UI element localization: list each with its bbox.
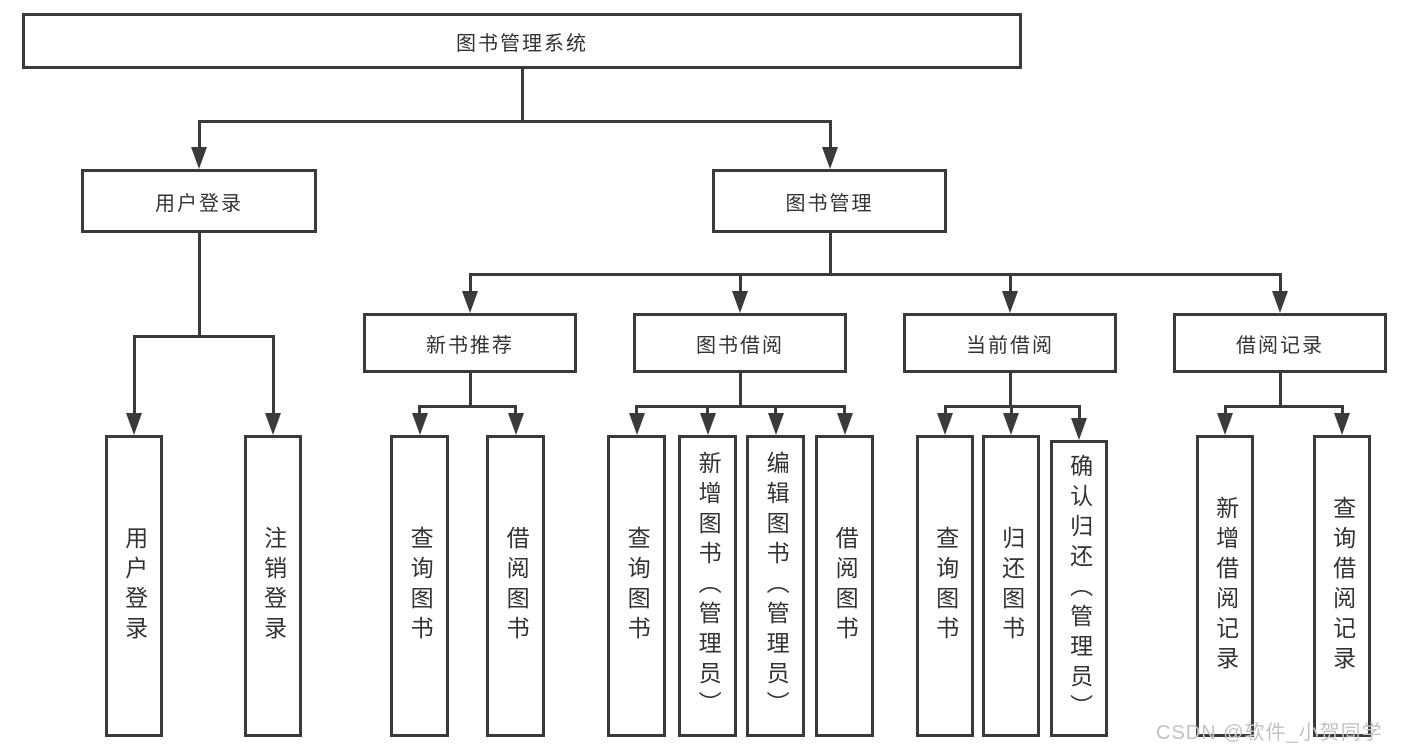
connector-borrow-bus bbox=[635, 405, 846, 408]
leaf-label: 借阅图书 bbox=[503, 526, 530, 646]
connector-root-trunk bbox=[521, 69, 524, 120]
node-label: 图书管理系统 bbox=[456, 32, 588, 55]
leaf-label: 查询借阅记录 bbox=[1329, 496, 1356, 676]
arrow-down-icon bbox=[191, 147, 207, 169]
arrow-down-icon bbox=[462, 291, 478, 313]
arrow-down-icon bbox=[412, 413, 428, 435]
connector-current-drop-3 bbox=[1078, 405, 1081, 420]
leaf-label: 注销登录 bbox=[260, 526, 287, 646]
leaf-label: 查询图书 bbox=[407, 526, 434, 646]
connector-recommend-bus bbox=[418, 405, 517, 408]
leaf-label: 查询图书 bbox=[932, 526, 959, 646]
arrow-down-icon bbox=[1002, 291, 1018, 313]
leaf-borrow-query-books: 查询图书 bbox=[607, 435, 666, 737]
connector-login-trunk bbox=[198, 233, 201, 335]
connector-borrow-drop-2 bbox=[706, 405, 709, 415]
leaf-current-confirm-return-admin: 确认归还（管理员） bbox=[1050, 440, 1108, 737]
arrow-down-icon bbox=[768, 413, 784, 435]
node-library-management-system: 图书管理系统 bbox=[22, 13, 1022, 69]
arrow-down-icon bbox=[700, 413, 716, 435]
arrow-down-icon bbox=[1071, 418, 1087, 440]
leaf-borrow-edit-books-admin: 编辑图书（管理员） bbox=[746, 435, 805, 737]
node-current-borrowing: 当前借阅 bbox=[903, 313, 1117, 373]
node-label: 图书借阅 bbox=[696, 334, 784, 357]
connector-records-bus bbox=[1224, 405, 1344, 408]
arrow-down-icon bbox=[126, 413, 142, 435]
connector-current-drop-1 bbox=[944, 405, 947, 415]
leaf-current-return-books: 归还图书 bbox=[982, 435, 1040, 737]
leaf-current-query-books: 查询图书 bbox=[916, 435, 974, 737]
arrow-down-icon bbox=[1217, 413, 1233, 435]
node-user-login: 用户登录 bbox=[81, 169, 317, 233]
leaf-label: 借阅图书 bbox=[832, 526, 859, 646]
arrow-down-icon bbox=[1334, 413, 1350, 435]
connector-recommend-trunk bbox=[469, 373, 472, 407]
leaf-borrow-borrow-books: 借阅图书 bbox=[815, 435, 874, 737]
connector-records-drop-2 bbox=[1341, 405, 1344, 415]
connector-records-drop-1 bbox=[1224, 405, 1227, 415]
connector-root-drop-right bbox=[829, 120, 832, 149]
connector-borrow-trunk bbox=[739, 373, 742, 407]
leaf-label: 确认归还（管理员） bbox=[1066, 453, 1093, 724]
node-label: 新书推荐 bbox=[426, 334, 514, 357]
node-borrowing-records: 借阅记录 bbox=[1173, 313, 1387, 373]
arrow-down-icon bbox=[1272, 291, 1288, 313]
leaf-logout: 注销登录 bbox=[244, 435, 302, 737]
leaf-records-add-record: 新增借阅记录 bbox=[1196, 435, 1254, 737]
csdn-watermark: CSDN @软件_小贺同学 bbox=[1156, 722, 1383, 744]
connector-borrow-drop-1 bbox=[635, 405, 638, 415]
arrow-down-icon bbox=[1003, 413, 1019, 435]
node-book-borrowing: 图书借阅 bbox=[633, 313, 847, 373]
arrow-down-icon bbox=[629, 413, 645, 435]
node-new-book-recommend: 新书推荐 bbox=[363, 313, 577, 373]
connector-mgmt-trunk bbox=[829, 233, 832, 273]
connector-recommend-drop-1 bbox=[418, 405, 421, 415]
connector-mgmt-bus bbox=[469, 273, 1282, 276]
arrow-down-icon bbox=[937, 413, 953, 435]
leaf-recommend-query-books: 查询图书 bbox=[390, 435, 449, 737]
leaf-recommend-borrow-books: 借阅图书 bbox=[486, 435, 545, 737]
connector-root-bus bbox=[198, 120, 832, 123]
leaf-user-login: 用户登录 bbox=[105, 435, 163, 737]
connector-recommend-drop-2 bbox=[514, 405, 517, 415]
connector-root-drop-left bbox=[198, 120, 201, 149]
connector-records-trunk bbox=[1279, 373, 1282, 407]
arrow-down-icon bbox=[837, 413, 853, 435]
arrow-down-icon bbox=[508, 413, 524, 435]
connector-login-drop-1 bbox=[133, 335, 136, 415]
node-label: 当前借阅 bbox=[966, 334, 1054, 357]
arrow-down-icon bbox=[265, 413, 281, 435]
connector-current-trunk bbox=[1009, 373, 1012, 407]
connector-current-drop-2 bbox=[1010, 405, 1013, 415]
node-label: 借阅记录 bbox=[1236, 334, 1324, 357]
connector-mgmt-drop-2 bbox=[739, 273, 742, 293]
leaf-label: 新增借阅记录 bbox=[1212, 496, 1239, 676]
connector-borrow-drop-4 bbox=[843, 405, 846, 415]
node-label: 图书管理 bbox=[785, 192, 874, 215]
leaf-label: 用户登录 bbox=[121, 526, 148, 646]
leaf-label: 新增图书（管理员） bbox=[695, 451, 722, 721]
leaf-label: 归还图书 bbox=[998, 526, 1025, 646]
node-label: 用户登录 bbox=[155, 192, 243, 215]
arrow-down-icon bbox=[732, 291, 748, 313]
connector-borrow-drop-3 bbox=[774, 405, 777, 415]
node-book-management: 图书管理 bbox=[712, 169, 947, 233]
connector-mgmt-drop-4 bbox=[1279, 273, 1282, 293]
leaf-label: 编辑图书（管理员） bbox=[763, 451, 790, 721]
arrow-down-icon bbox=[822, 147, 838, 169]
leaf-borrow-add-books-admin: 新增图书（管理员） bbox=[678, 435, 737, 737]
connector-login-bus bbox=[133, 335, 275, 338]
connector-login-drop-2 bbox=[272, 335, 275, 415]
connector-mgmt-drop-3 bbox=[1009, 273, 1012, 293]
connector-mgmt-drop-1 bbox=[469, 273, 472, 293]
leaf-label: 查询图书 bbox=[624, 526, 651, 646]
leaf-records-query-record: 查询借阅记录 bbox=[1313, 435, 1371, 737]
